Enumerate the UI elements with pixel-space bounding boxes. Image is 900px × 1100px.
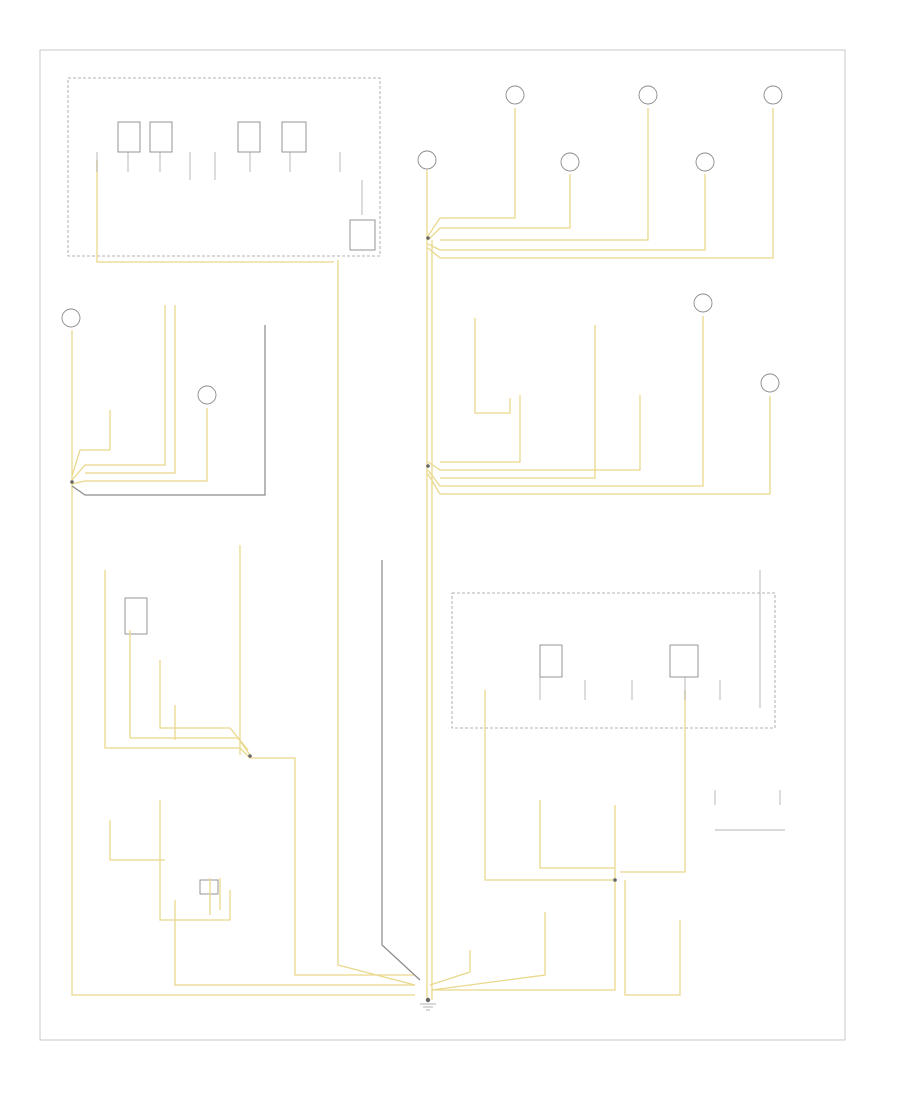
- relay-4: [281, 121, 307, 153]
- module-unit-1: [539, 644, 563, 678]
- lamp-mid-right-1: [693, 293, 713, 313]
- blower-resistor: [199, 879, 219, 895]
- control-module: [124, 597, 148, 635]
- splice-top-right: [426, 236, 430, 240]
- module-unit-2: [669, 644, 699, 678]
- relay-2: [149, 121, 173, 153]
- lamp-top-5: [695, 152, 715, 172]
- left-components: [124, 597, 219, 895]
- lamps: [61, 85, 783, 405]
- main-ground-node: [425, 997, 431, 1003]
- splice-upper-left: [70, 480, 74, 484]
- lamp-top-4: [638, 85, 658, 105]
- splice-lower-left: [248, 754, 252, 758]
- upper-module-components: [117, 121, 376, 251]
- connector-block: [349, 219, 376, 251]
- lower-right-module-box: [451, 592, 776, 729]
- lamp-top-1: [417, 150, 437, 170]
- lamp-top-2: [505, 85, 525, 105]
- relay-3: [237, 121, 261, 153]
- lamp-top-6: [763, 85, 783, 105]
- splice-nodes: [70, 236, 617, 1003]
- lamp-mid-right-2: [760, 373, 780, 393]
- ground-wires: [71, 108, 774, 1000]
- lamp-top-3: [560, 152, 580, 172]
- splice-lower-right: [613, 878, 617, 882]
- ground-symbol: [420, 1003, 436, 1011]
- stub-wires: [96, 152, 785, 831]
- upper-left-module-box: [67, 77, 381, 257]
- lamp-left-middle: [197, 385, 217, 405]
- relay-1: [117, 121, 141, 153]
- lower-module-components: [539, 644, 699, 678]
- lamp-upper-left: [61, 308, 81, 328]
- diagram-frame: [39, 49, 846, 1041]
- splice-mid-right: [426, 464, 430, 468]
